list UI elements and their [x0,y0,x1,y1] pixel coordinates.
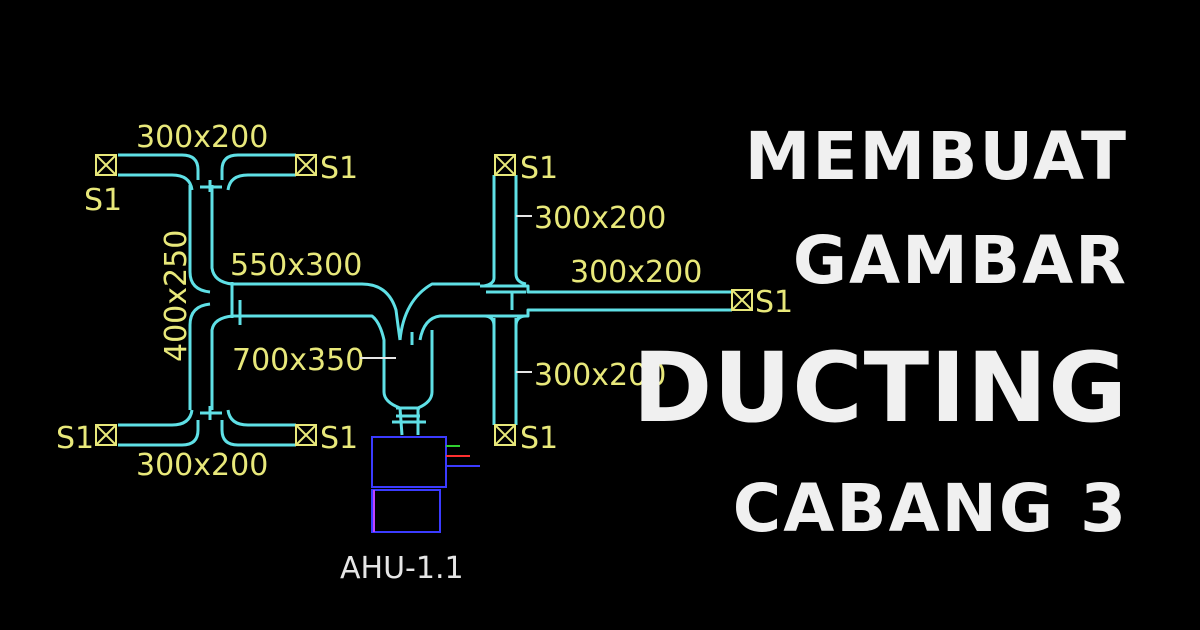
duct-left-riser [188,185,233,410]
dim-right-down: 300x200 [534,358,666,393]
duct-main-right-elbow [398,282,480,352]
duct-main-horizontal [232,282,402,392]
grille-bottom-left [95,424,117,446]
left-duct-tree [118,153,296,447]
ahu-fan-section [371,436,447,488]
title-line-4: CABANG 3 [732,470,1128,547]
grille-top-left [95,154,117,176]
outlet-label-rb: S1 [520,421,558,456]
grille-top-mid [295,154,317,176]
dim-bottom-left-branch: 300x200 [136,448,268,483]
splitter-marks [200,180,242,420]
right-duct-tree [480,175,732,425]
duct-right-up [483,175,527,288]
duct-trunk-vertical [382,340,434,436]
grille-right-top [494,154,516,176]
duct-right-horizontal [480,284,732,318]
outlet-labels: S1 S1 S1 S1 S1 S1 S1 [56,151,793,456]
dim-main-lower: 700x350 [232,343,364,378]
dim-right-up: 300x200 [534,201,666,236]
ahu-unit: AHU-1.1 [340,436,480,586]
duct-bottom-left-branch [118,409,296,447]
outlet-label-bl: S1 [56,421,94,456]
outlet-label-re: S1 [755,285,793,320]
title-line-2: GAMBAR [792,222,1128,299]
main-trunk [232,282,480,436]
ahu-coil-section [371,489,441,533]
ahu-label: AHU-1.1 [340,551,464,586]
outlet-label-tm: S1 [320,151,358,186]
dim-left-riser: 400x250 [159,230,194,362]
outlet-label-rt: S1 [520,151,558,186]
dimension-labels: 300x200 300x200 400x250 550x300 700x350 … [136,120,702,483]
outlet-label-tl: S1 [84,183,122,218]
dim-right-mid: 300x200 [570,255,702,290]
dim-top-left-branch: 300x200 [136,120,268,155]
supply-grilles [95,154,753,446]
duct-top-left-branch [118,153,296,191]
title-line-3: DUCTING [632,332,1128,444]
outlet-label-bm: S1 [320,421,358,456]
grille-right-end [731,289,753,311]
grille-bottom-mid [295,424,317,446]
title-line-1: MEMBUAT [744,118,1128,195]
dim-main-upper: 550x300 [230,248,362,283]
duct-right-down [483,314,527,425]
grille-right-bottom [494,424,516,446]
